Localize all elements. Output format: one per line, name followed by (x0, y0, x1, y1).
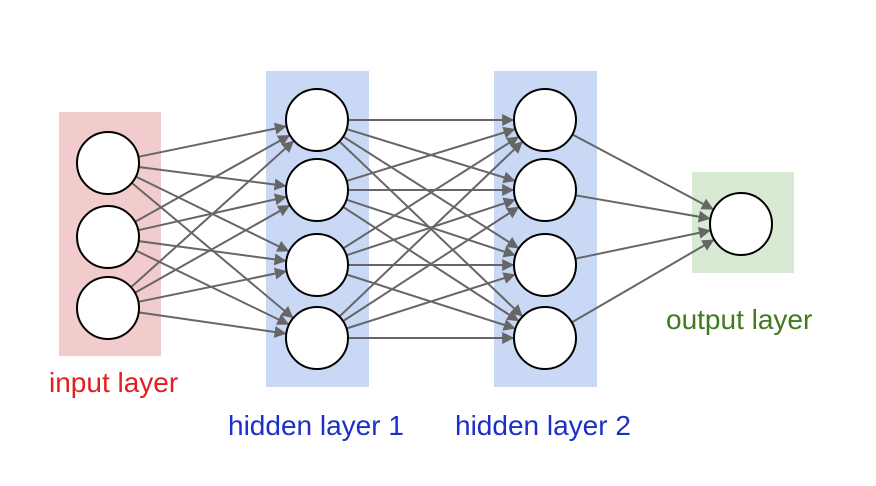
input-neuron-1 (76, 131, 140, 195)
connection-arrow (346, 197, 516, 257)
connection-arrow (138, 240, 287, 266)
output-layer-label: output layer (666, 304, 813, 335)
connection-arrow (338, 141, 523, 318)
hidden1-neuron-3 (285, 233, 349, 297)
connection-arrow (138, 311, 287, 338)
connection-arrow (134, 204, 291, 294)
input-neuron-2 (76, 205, 140, 269)
connection-arrow (138, 267, 287, 303)
connection-arrow (575, 194, 711, 223)
connection-arrow (571, 133, 714, 210)
connection-arrow (138, 122, 287, 158)
input-layer-label: input layer (49, 367, 179, 398)
connection-arrow (575, 226, 711, 260)
connection-arrow (346, 126, 516, 182)
hidden-layer-2-label: hidden layer 2 (455, 410, 631, 441)
connection-arrow (342, 136, 520, 250)
connection-arrow (342, 206, 520, 322)
hidden-layer-1-label: hidden layer 1 (228, 410, 404, 441)
hidden2-neuron-3 (513, 233, 577, 297)
output-neuron-1 (709, 192, 773, 256)
hidden2-neuron-4 (513, 306, 577, 370)
connection-arrow (346, 272, 516, 330)
connection-arrow (130, 140, 295, 289)
hidden2-neuron-2 (513, 158, 577, 222)
hidden2-neuron-1 (513, 88, 577, 152)
input-neuron-3 (76, 276, 140, 340)
hidden1-neuron-1 (285, 88, 349, 152)
connection-arrow (571, 239, 715, 324)
hidden1-neuron-2 (285, 158, 349, 222)
connection-arrow (138, 166, 287, 191)
hidden1-neuron-4 (285, 306, 349, 370)
connection-arrow (134, 134, 291, 223)
